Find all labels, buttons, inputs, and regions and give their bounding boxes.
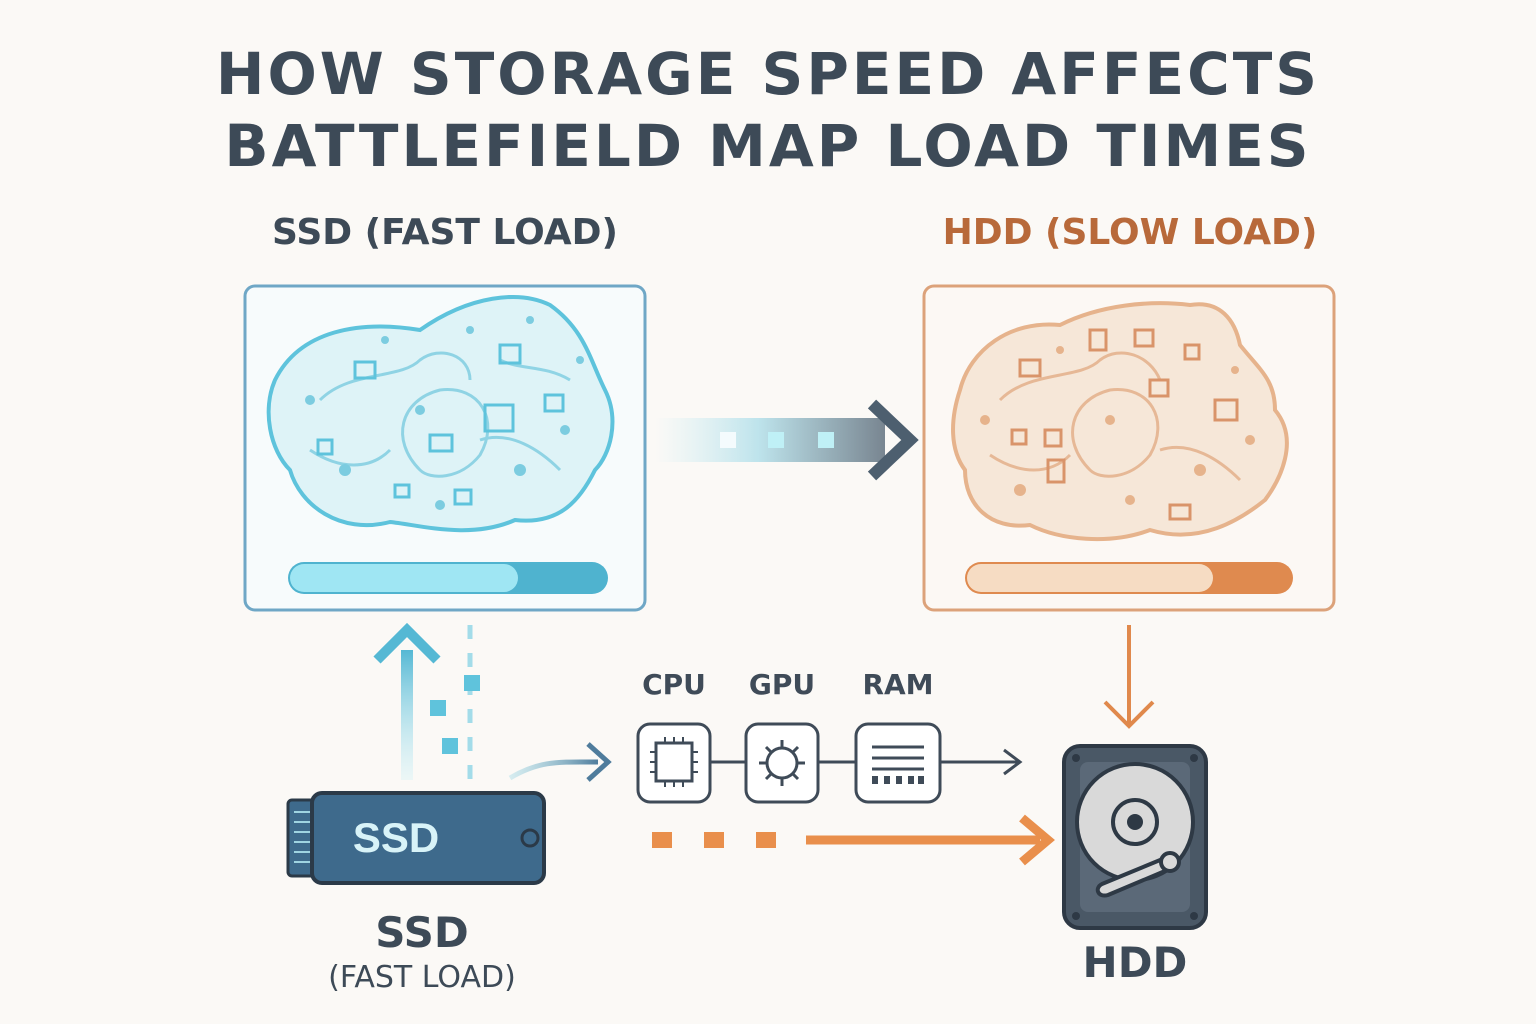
components-chain bbox=[636, 722, 1023, 804]
page-title: HOW STORAGE SPEED AFFECTS BATTLEFIELD MA… bbox=[0, 38, 1536, 182]
title-line-2: BATTLEFIELD MAP LOAD TIMES bbox=[224, 112, 1312, 180]
title-line-1: HOW STORAGE SPEED AFFECTS bbox=[215, 40, 1321, 108]
hdd-panel-heading: HDD (SLOW LOAD) bbox=[942, 212, 1318, 253]
transfer-arrow bbox=[655, 399, 919, 481]
gpu-label: GPU bbox=[748, 668, 816, 701]
hdd-actuator-arm bbox=[1095, 856, 1174, 898]
ssd-map-panel bbox=[243, 284, 647, 612]
ssd-drive-label: SSD bbox=[375, 908, 469, 957]
ssd-chip-text: SSD bbox=[353, 814, 439, 861]
ssd-map-terrain bbox=[266, 295, 615, 533]
hdd-drive-label: HDD bbox=[1082, 938, 1188, 987]
cpu-label: CPU bbox=[642, 668, 706, 701]
ssd-to-components-arrow bbox=[508, 742, 612, 782]
ssd-progress-fill bbox=[290, 564, 518, 592]
up-arrow bbox=[373, 622, 480, 790]
hdd-map-panel bbox=[922, 284, 1336, 612]
slow-path-arrow bbox=[652, 814, 1055, 866]
ssd-drive: SSD bbox=[286, 791, 546, 885]
gpu-chip bbox=[744, 722, 820, 804]
cpu-chip bbox=[636, 722, 712, 804]
hdd-progress-fill bbox=[967, 564, 1213, 592]
ssd-drive-sublabel: (FAST LOAD) bbox=[328, 960, 516, 995]
ram-label: RAM bbox=[862, 668, 934, 701]
ssd-panel-heading: SSD (FAST LOAD) bbox=[272, 212, 618, 253]
hdd-drive bbox=[1062, 744, 1208, 930]
ram-module bbox=[854, 722, 942, 804]
hdd-down-arrow bbox=[1103, 625, 1155, 729]
hdd-map-terrain bbox=[951, 301, 1289, 542]
